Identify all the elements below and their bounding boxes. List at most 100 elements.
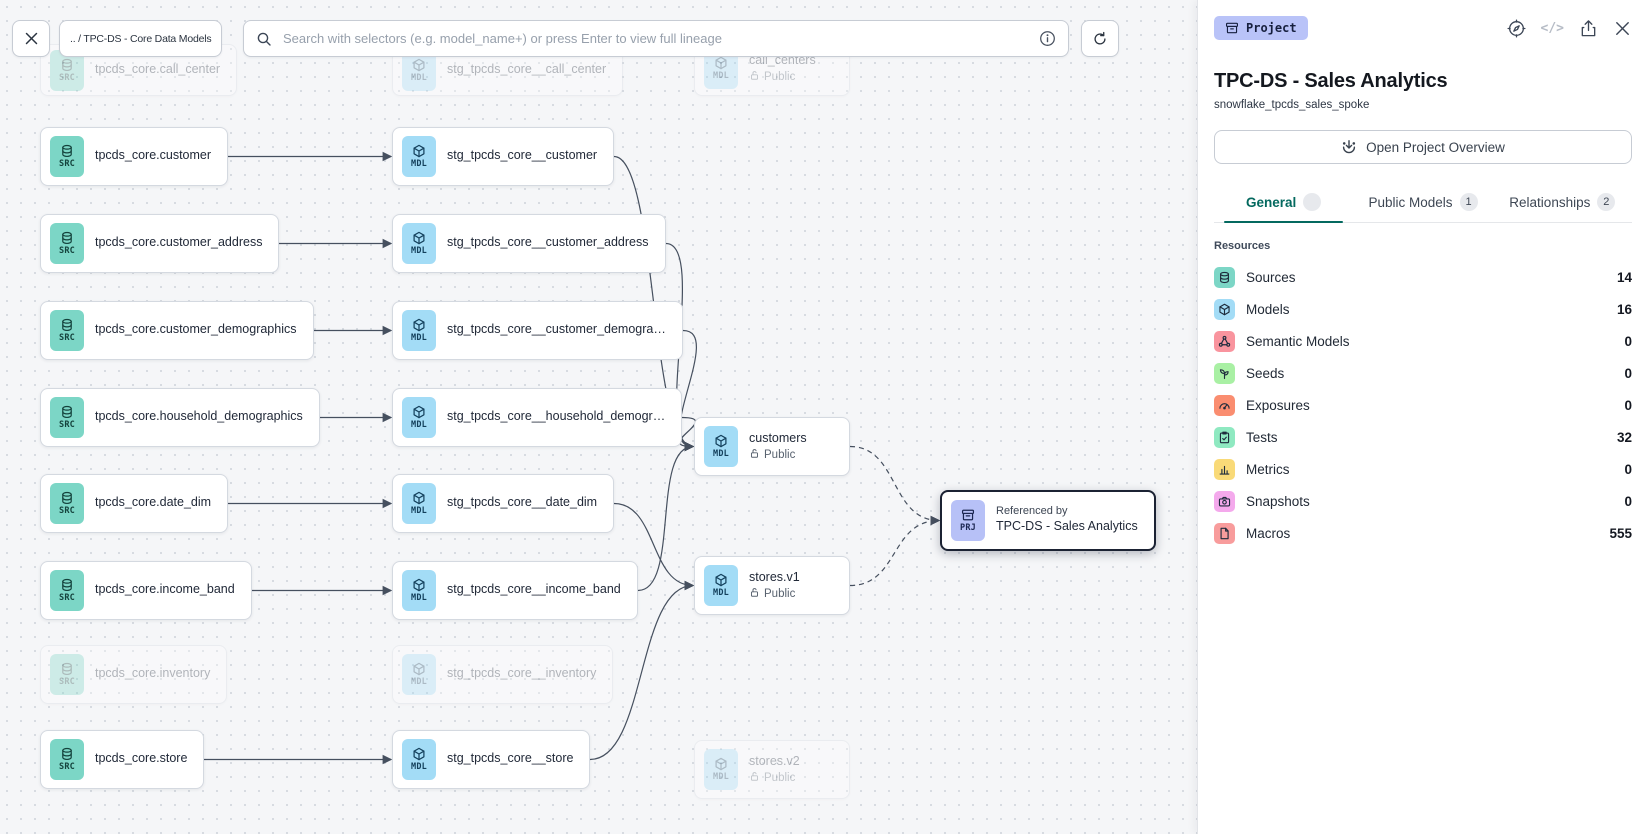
node-type-icon <box>412 747 426 761</box>
tab-label: Relationships <box>1509 194 1591 210</box>
resource-row-semantic-models[interactable]: Semantic Models 0 <box>1214 325 1632 357</box>
node-subtitle-top: Referenced by <box>996 505 1068 517</box>
tab-count-badge: 1 <box>1459 193 1478 211</box>
resource-row-metrics[interactable]: Metrics 0 <box>1214 453 1632 485</box>
tab-label: Public Models <box>1368 194 1453 210</box>
graph-node-mdl_income_band[interactable]: MDL stg_tpcds_core__income_band <box>392 561 638 620</box>
project-overview-icon <box>1342 140 1356 154</box>
node-type-chip: MDL <box>402 136 436 177</box>
resource-count: 0 <box>1624 333 1632 349</box>
graph-node-src_household_demographics[interactable]: SRC tpcds_core.household_demographics <box>40 388 320 447</box>
lock-open-icon <box>749 771 760 785</box>
edge-mdl_household_demographics-to-pub_customers <box>678 416 697 452</box>
graph-node-pub_stores_v2[interactable]: MDL stores.v2 Public <box>694 740 850 799</box>
resource-count: 32 <box>1616 429 1632 445</box>
lineage-edges <box>204 151 941 765</box>
edge-mdl_income_band-to-pub_customers <box>637 441 695 592</box>
node-type-label: MDL <box>411 593 427 603</box>
breadcrumb[interactable]: .. / TPC-DS - Core Data Models <box>59 20 223 57</box>
node-type-chip: SRC <box>50 223 84 264</box>
close-icon <box>25 32 37 45</box>
graph-node-src_date_dim[interactable]: SRC tpcds_core.date_dim <box>40 474 229 533</box>
resource-count: 555 <box>1609 525 1632 541</box>
database-icon <box>1214 266 1235 288</box>
node-type-icon <box>60 662 74 676</box>
resource-row-snapshots[interactable]: Snapshots 0 <box>1214 485 1632 517</box>
node-type-label: MDL <box>411 159 427 169</box>
explore-lineage-icon[interactable] <box>1506 19 1526 38</box>
graph-node-mdl_store[interactable]: MDL stg_tpcds_core__store <box>392 730 591 789</box>
resource-row-macros[interactable]: Macros 555 <box>1214 517 1632 549</box>
node-label: tpcds_core.date_dim <box>95 495 212 509</box>
node-type-icon <box>714 56 728 70</box>
view-code-icon[interactable]: </> <box>1540 21 1564 36</box>
resources-heading: Resources <box>1214 240 1271 252</box>
graph-node-src_customer_address[interactable]: SRC tpcds_core.customer_address <box>40 214 280 273</box>
graph-node-src_customer[interactable]: SRC tpcds_core.customer <box>40 127 229 186</box>
graph-node-prj_sales[interactable]: PRJ Referenced by TPC-DS - Sales Analyti… <box>940 490 1156 551</box>
tab-count-badge <box>1303 193 1322 211</box>
node-type-icon <box>412 662 426 676</box>
graph-node-mdl_customer_address[interactable]: MDL stg_tpcds_core__customer_address <box>392 214 666 273</box>
resource-label: Models <box>1246 301 1290 317</box>
breadcrumb-label: .. / TPC-DS - Core Data Models <box>70 32 212 45</box>
node-type-icon <box>60 318 74 332</box>
graph-node-src_store[interactable]: SRC tpcds_core.store <box>40 730 205 789</box>
node-access-label: Public <box>764 588 796 600</box>
refresh-lineage-button[interactable] <box>1081 20 1119 57</box>
graph-node-src_income_band[interactable]: SRC tpcds_core.income_band <box>40 561 252 620</box>
node-type-icon <box>412 58 426 72</box>
resource-row-seeds[interactable]: Seeds 0 <box>1214 357 1632 389</box>
share-icon[interactable] <box>1579 19 1598 38</box>
graph-node-pub_customers[interactable]: MDL customers Public <box>694 417 850 476</box>
graph-node-src_inventory[interactable]: SRC tpcds_core.inventory <box>40 645 228 704</box>
node-label: stg_tpcds_core__customer <box>447 148 598 162</box>
node-type-chip: SRC <box>50 397 84 438</box>
edge-pub_stores_v1-to-prj_sales <box>849 515 941 587</box>
graph-node-mdl_customer[interactable]: MDL stg_tpcds_core__customer <box>392 127 615 186</box>
graph-node-pub_stores_v1[interactable]: MDL stores.v1 Public <box>694 556 850 615</box>
open-project-overview-button[interactable]: Open Project Overview <box>1214 130 1632 164</box>
node-type-icon <box>412 231 426 245</box>
info-icon[interactable] <box>1039 30 1056 47</box>
edge-mdl_date_dim-to-pub_stores_v1 <box>613 502 695 591</box>
lineage-canvas[interactable]: SRC tpcds_core.call_center MDL stg_tpcds… <box>0 0 1197 834</box>
resource-count: 16 <box>1616 301 1632 317</box>
lock-open-icon <box>749 70 760 84</box>
node-type-chip: MDL <box>704 565 738 606</box>
project-badge-label: Project <box>1246 21 1297 35</box>
node-type-chip: MDL <box>402 310 436 351</box>
graph-node-mdl_date_dim[interactable]: MDL stg_tpcds_core__date_dim <box>392 474 615 533</box>
search-input[interactable] <box>281 30 1030 47</box>
node-type-chip: SRC <box>50 739 84 780</box>
resource-row-exposures[interactable]: Exposures 0 <box>1214 389 1632 421</box>
tab-public-models[interactable]: Public Models 1 <box>1353 185 1492 222</box>
node-type-label: SRC <box>59 593 75 603</box>
node-type-icon <box>412 318 426 332</box>
resource-label: Macros <box>1246 525 1291 541</box>
graph-node-mdl_household_demographics[interactable]: MDL stg_tpcds_core__household_demogr… <box>392 388 683 447</box>
open-project-overview-label: Open Project Overview <box>1366 139 1505 155</box>
close-lineage-button[interactable] <box>12 20 50 57</box>
tab-general[interactable]: General <box>1214 185 1353 223</box>
resource-row-sources[interactable]: Sources 14 <box>1214 261 1632 293</box>
resource-row-tests[interactable]: Tests 32 <box>1214 421 1632 453</box>
seed-icon <box>1214 362 1235 384</box>
node-label: tpcds_core.customer_demographics <box>95 322 297 336</box>
node-access-label: Public <box>764 70 796 83</box>
graph-node-mdl_inventory[interactable]: MDL stg_tpcds_core__inventory <box>392 645 614 704</box>
resource-row-models[interactable]: Models 16 <box>1214 293 1632 325</box>
close-panel-icon[interactable] <box>1613 19 1632 38</box>
tab-relationships[interactable]: Relationships 2 <box>1493 185 1632 222</box>
node-type-icon <box>714 757 728 771</box>
node-type-label: PRJ <box>960 523 976 533</box>
node-label: stg_tpcds_core__store <box>447 751 574 765</box>
node-type-label: MDL <box>713 772 729 782</box>
tab-label: General <box>1246 194 1297 210</box>
page-title: TPC-DS - Sales Analytics <box>1214 70 1448 92</box>
lineage-search-bar[interactable] <box>243 20 1069 57</box>
node-type-chip: SRC <box>50 570 84 611</box>
graph-node-src_customer_demographics[interactable]: SRC tpcds_core.customer_demographics <box>40 301 314 360</box>
node-type-label: MDL <box>713 588 729 598</box>
graph-node-mdl_customer_demographics[interactable]: MDL stg_tpcds_core__customer_demogra… <box>392 301 683 360</box>
